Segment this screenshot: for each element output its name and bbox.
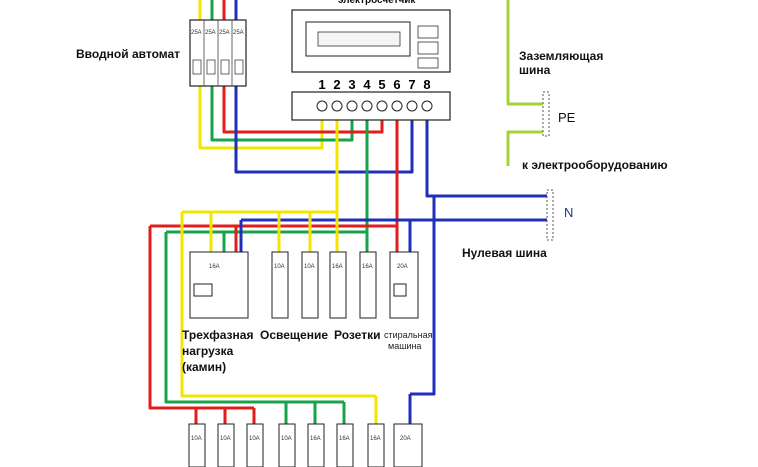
svg-text:10A: 10A [281,436,292,442]
three-phase-load-line2: нагрузка [182,344,234,358]
input-breaker-label: Вводной автомат [76,47,181,61]
rating-rcd-3ph: 16A [209,264,220,270]
svg-text:16A: 16A [339,436,350,442]
wires [148,0,551,424]
rating-light-2: 10A [304,264,315,270]
rcd-washer [389,251,419,319]
input-breaker-rating-4: 25A [233,30,244,36]
terminal-4: 4 [363,77,371,92]
terminal-2: 2 [333,77,340,92]
breaker-socket-2 [359,251,377,319]
input-breaker-rating-1: 25A [191,30,202,36]
ground-wire-top [506,0,545,106]
terminal-1: 1 [318,77,325,92]
upper-breakers [189,251,419,319]
svg-text:10A: 10A [249,436,260,442]
washer-label-line2: машина [388,341,422,351]
ground-bus [542,91,550,137]
bus-yellow-lower [180,212,376,398]
terminal-5: 5 [378,77,385,92]
svg-text:16A: 16A [310,436,321,442]
electricity-meter [291,9,451,121]
to-equipment-label: к электрооборудованию [522,158,668,172]
wire-red-to-t5 [222,86,384,134]
bus-blue-lower [410,196,436,396]
terminal-3: 3 [348,77,355,92]
svg-text:10A: 10A [220,436,231,442]
terminal-8: 8 [423,77,430,92]
svg-text:10A: 10A [191,436,202,442]
rating-socket-1: 16A [332,264,343,270]
ground-bus-label-line1: Заземляющая [519,49,604,63]
input-breaker [189,19,247,87]
svg-text:20A: 20A [400,436,411,442]
n-label: N [564,205,574,220]
meter-terminal-numbers: 1 2 3 4 5 6 7 8 [318,77,430,92]
svg-text:16A: 16A [370,436,381,442]
lighting-label: Освещение [260,328,328,342]
wire-blue-to-t7 [234,86,414,174]
ground-wire-bottom [506,130,545,166]
wire-blue-out-t8 [425,118,551,198]
wire-green-to-t3 [210,86,354,142]
washer-label-line1: стиральная [384,330,433,340]
three-phase-load-line3: (камин) [182,360,227,374]
lower-breaker-ratings: 10A 10A 10A 10A 16A 16A 16A 20A [191,436,411,442]
breaker-light-1 [271,251,289,319]
rating-light-1: 10A [274,264,285,270]
neutral-bus-label: Нулевая шина [462,246,547,260]
neutral-bus [546,189,554,241]
three-phase-load-line1: Трехфазная [182,328,254,342]
rcd-3ph [189,251,249,319]
meter-title-fragment: электросчетчик [338,0,416,6]
input-breaker-rating-3: 25A [219,30,230,36]
ground-bus-label-line2: шина [519,63,551,77]
lower-breakers [188,423,423,467]
bus-red-lower [148,226,254,410]
rating-socket-2: 16A [362,264,373,270]
terminal-7: 7 [408,77,415,92]
rating-washer-rcd: 20A [397,264,408,270]
upper-breaker-ratings: 16A 10A 10A 16A 16A 20A [209,264,408,270]
feed-light [277,212,312,252]
sockets-label: Розетки [334,328,381,342]
input-breaker-rating-2: 25A [205,30,216,36]
breaker-socket-1 [329,251,347,319]
terminal-6: 6 [393,77,400,92]
pe-label: PE [558,110,576,125]
breaker-light-2 [301,251,319,319]
